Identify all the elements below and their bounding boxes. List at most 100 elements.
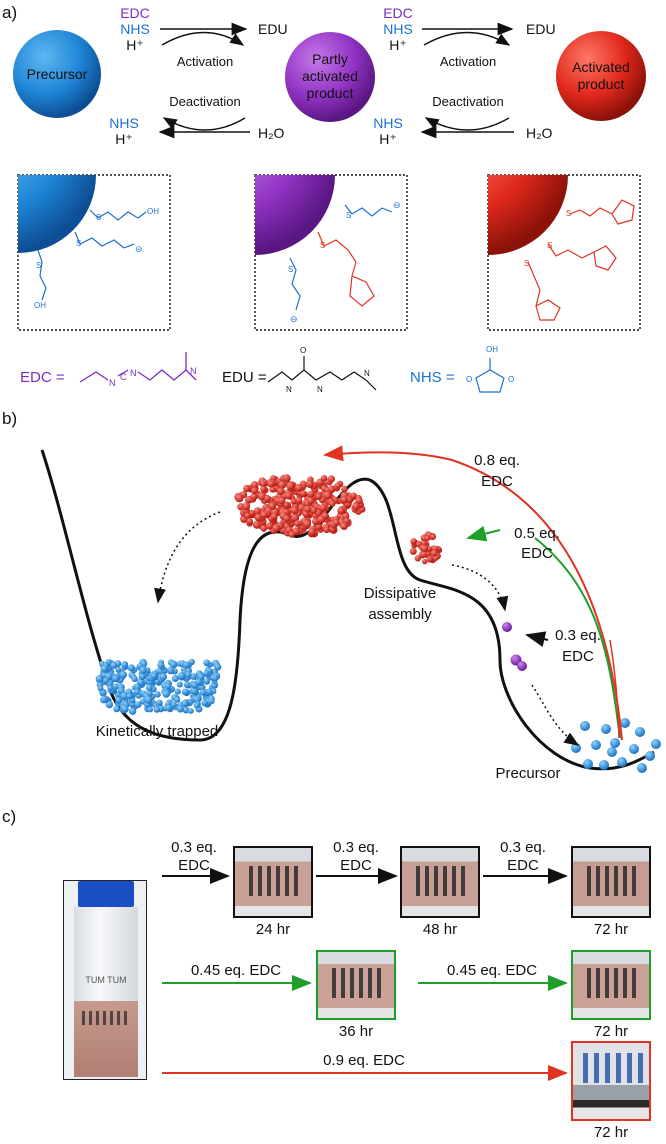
nhs-oxygen-1: O	[466, 375, 472, 384]
redAggregate-particle	[329, 500, 336, 507]
redAggregate-particle	[252, 520, 261, 529]
panel-b-label: b)	[2, 409, 17, 428]
redAggregate-particle	[355, 497, 363, 505]
green-curve-05	[534, 537, 621, 739]
blueAggregate-particle	[95, 675, 104, 683]
activation-curve-2	[423, 31, 511, 46]
time-row2-1: 36 hr	[338, 1023, 374, 1040]
precursor-particle	[610, 738, 620, 748]
redAggregate-particle	[257, 492, 266, 501]
redAggregate-particle	[260, 511, 268, 519]
blueAggregate-particle	[181, 699, 189, 708]
redAggregate-particle	[327, 475, 335, 483]
redCluster-particle	[421, 551, 427, 558]
blueAggregate-particle	[139, 666, 147, 675]
blueAggregate-particle	[121, 661, 128, 669]
time-row3: 72 hr	[593, 1124, 629, 1141]
sulfur-3: S	[36, 261, 41, 270]
precursor-particle	[599, 760, 609, 770]
redAggregate-particle	[244, 512, 251, 519]
redAggregate-particle	[323, 526, 330, 534]
redAggregate-particle	[340, 496, 348, 504]
redAggregate-particle	[268, 502, 277, 510]
blueAggregate-particle	[105, 659, 112, 666]
blueAggregate-particle	[185, 671, 192, 678]
redAggregate-particle	[341, 485, 348, 493]
purple-particle-3	[517, 661, 527, 671]
nhs-definition-label: NHS =	[410, 369, 455, 386]
nhs-oxygen-2: O	[508, 375, 514, 384]
blueAggregate-particle	[182, 661, 190, 669]
redAggregate-particle	[243, 484, 251, 493]
blueAggregate-particle	[133, 688, 140, 695]
eq03-line1: 0.3 eq.	[555, 627, 601, 644]
edu-oxygen: O	[300, 346, 306, 355]
water-2: H₂O	[526, 125, 553, 141]
blueAggregate-particle	[147, 706, 154, 713]
row1-step1-line2: EDC	[178, 857, 210, 874]
vial-row2-36hr	[316, 950, 396, 1020]
panel-a-label: a)	[2, 3, 17, 22]
edc-n3: N	[190, 366, 197, 376]
dissipative-label-2: assembly	[368, 606, 432, 623]
activation-label-2: Activation	[440, 54, 496, 69]
blueAggregate-particle	[177, 672, 186, 680]
eq05-line1: 0.5 eq.	[514, 525, 560, 542]
redCluster-particle	[433, 555, 439, 561]
partly-activated-sphere	[285, 32, 375, 122]
blueAggregate-particle	[210, 681, 219, 689]
redAggregate-particle	[250, 481, 259, 489]
blueAggregate-particle	[144, 696, 153, 704]
redAggregate-particle	[320, 475, 328, 482]
redAggregate-particle	[294, 520, 301, 527]
sulfur-4: S	[346, 211, 351, 220]
blueAggregate-particle	[190, 673, 197, 680]
landscape-precursor-label: Precursor	[495, 765, 560, 782]
blueAggregate-particle	[157, 661, 165, 669]
redAggregate-particle	[260, 525, 268, 532]
eq05-line2: EDC	[521, 545, 553, 562]
redAggregate-particle	[260, 486, 267, 493]
blueAggregate-particle	[203, 677, 211, 685]
blueAggregate-particle	[165, 683, 171, 690]
blueAggregate-particle	[167, 666, 175, 675]
redAggregate-particle	[264, 495, 271, 502]
eq08-line1: 0.8 eq.	[474, 452, 520, 469]
partly-activated-label-2: activated	[302, 68, 358, 84]
blueAggregate-particle	[97, 685, 104, 692]
blueAggregate-particle	[134, 701, 142, 708]
nhs-hydroxyl: OH	[486, 345, 498, 354]
precursor-particle	[607, 747, 617, 757]
precursor-particle	[583, 759, 593, 769]
redAggregate-particle	[265, 522, 274, 530]
sulfur-2: S	[76, 239, 81, 248]
precursor-particle	[580, 721, 590, 731]
row1-step1-line1: 0.3 eq.	[171, 839, 217, 856]
redAggregate-particle	[350, 492, 357, 499]
nhs-released-2: NHS	[373, 115, 403, 131]
dissipative-label-1: Dissipative	[364, 585, 437, 602]
vial-row1-24hr	[233, 846, 313, 918]
row1-step3-line2: EDC	[507, 857, 539, 874]
green-arrow-05	[466, 525, 501, 542]
activated-sphere	[556, 31, 646, 121]
redAggregate-particle	[253, 507, 262, 515]
blueAggregate-particle	[121, 705, 129, 713]
redAggregate-particle	[286, 482, 295, 491]
redAggregate-particle	[307, 497, 315, 505]
nhs-reagent-1: NHS	[120, 21, 150, 37]
sulfur-8: S	[547, 241, 552, 250]
redAggregate-particle	[246, 518, 253, 525]
blueAggregate-particle	[190, 687, 199, 695]
redAggregate-particle	[242, 502, 251, 511]
deactivation-label-1: Deactivation	[169, 94, 241, 109]
precursor-particle	[617, 757, 627, 767]
blueAggregate-particle	[111, 674, 120, 683]
edc-n1: N	[109, 378, 116, 388]
edu-n2: N	[317, 385, 323, 394]
redAggregate-particle	[305, 480, 314, 488]
redAggregate-particle	[317, 515, 326, 524]
blueAggregate-particle	[174, 696, 181, 703]
activation-curve-1	[161, 31, 245, 46]
blueAggregate-particle	[153, 706, 161, 713]
